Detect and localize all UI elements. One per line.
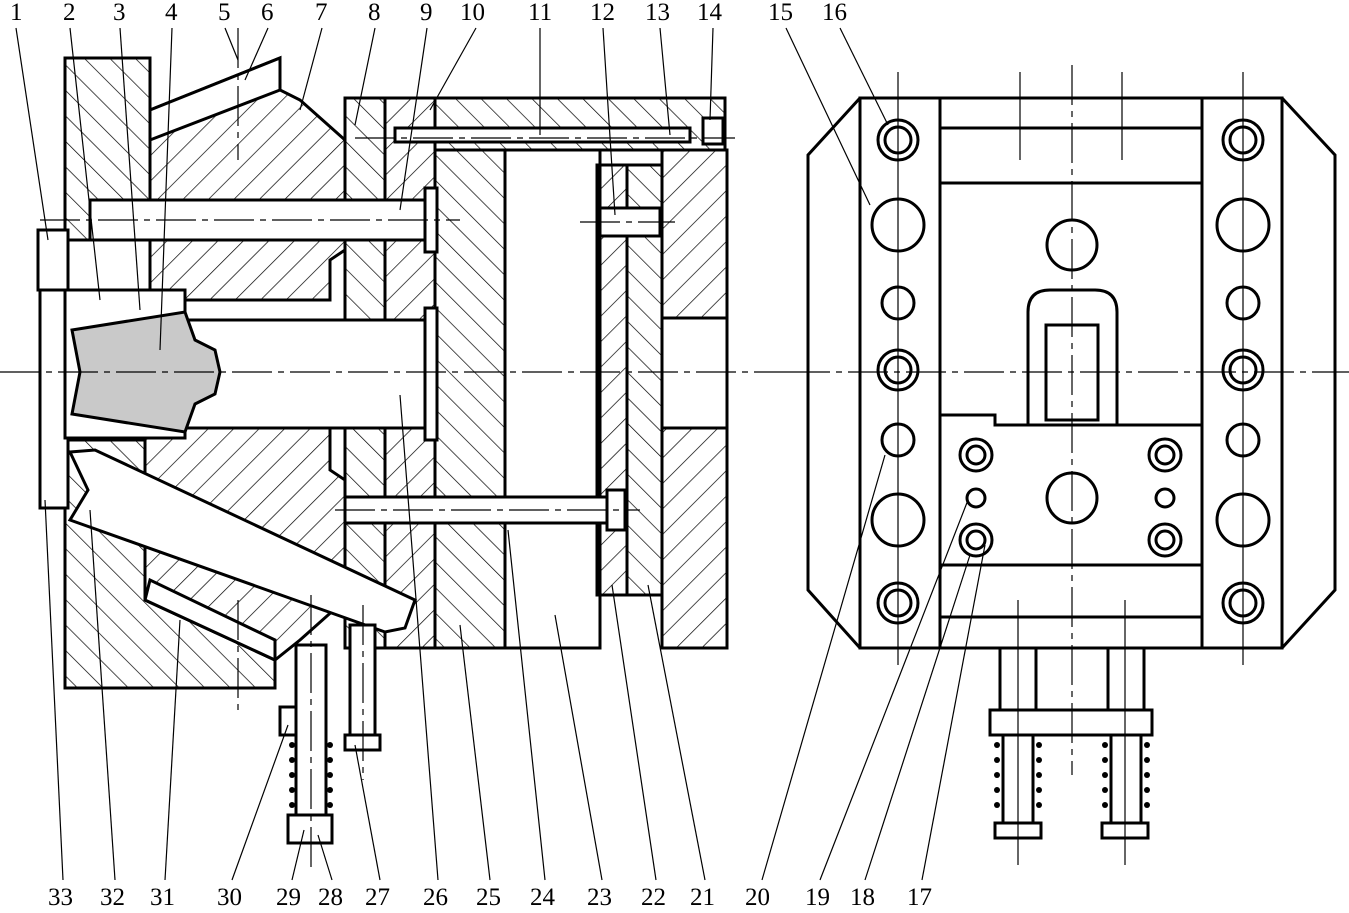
label-14: 14 <box>697 0 723 26</box>
stop-14 <box>701 116 725 146</box>
label-20: 20 <box>745 884 770 911</box>
label-16: 16 <box>822 0 847 26</box>
label-19: 19 <box>805 884 830 911</box>
label-29: 29 <box>276 884 301 911</box>
spring-rod-right <box>1109 733 1143 825</box>
label-1: 1 <box>10 0 23 26</box>
lower-bar <box>988 708 1154 737</box>
spring-coils-right <box>994 742 1150 808</box>
label-9: 9 <box>420 0 433 26</box>
bottom-labels: 33 32 31 30 29 28 27 26 25 24 23 22 21 2… <box>48 884 932 911</box>
label-10: 10 <box>460 0 485 26</box>
label-27: 27 <box>365 884 390 911</box>
label-4: 4 <box>165 0 178 26</box>
label-6: 6 <box>261 0 274 26</box>
label-18: 18 <box>850 884 875 911</box>
label-31: 31 <box>150 884 175 911</box>
wedge-cap-bottom <box>143 577 277 663</box>
spring-cap-29 <box>286 813 334 845</box>
nut-30 <box>278 705 298 737</box>
label-13: 13 <box>645 0 670 26</box>
label-2: 2 <box>63 0 76 26</box>
label-26: 26 <box>423 884 448 911</box>
label-24: 24 <box>530 884 556 911</box>
angled-pin <box>67 448 417 634</box>
stem-right <box>1106 646 1146 712</box>
top-strip <box>938 126 1204 185</box>
right-rail <box>1200 96 1284 650</box>
support-plate <box>433 148 507 650</box>
label-21: 21 <box>690 884 715 911</box>
core-flange <box>423 306 439 442</box>
label-12: 12 <box>590 0 615 26</box>
ejector-space <box>503 148 602 650</box>
label-30: 30 <box>217 884 242 911</box>
label-8: 8 <box>368 0 381 26</box>
slide-holes <box>958 437 1183 558</box>
wedge-cap-top <box>148 55 282 143</box>
label-33: 33 <box>48 884 73 911</box>
label-5: 5 <box>218 0 231 26</box>
screw-1 <box>36 228 70 292</box>
label-23: 23 <box>587 884 612 911</box>
spring-coils-left <box>289 742 333 808</box>
label-32: 32 <box>100 884 125 911</box>
guide-pin-13 <box>393 126 692 144</box>
label-22: 22 <box>641 884 666 911</box>
plan-view <box>790 65 1349 865</box>
label-3: 3 <box>113 0 126 26</box>
label-25: 25 <box>476 884 501 911</box>
left-rail <box>858 96 942 650</box>
slide-outline <box>938 413 1204 567</box>
label-17: 17 <box>907 884 932 911</box>
label-28: 28 <box>318 884 343 911</box>
label-15: 15 <box>768 0 793 26</box>
leader-lines <box>15 27 986 881</box>
core-26 <box>183 318 432 430</box>
label-7: 7 <box>315 0 328 26</box>
section-view <box>0 28 790 870</box>
center-bore <box>660 316 729 430</box>
label-11: 11 <box>528 0 552 26</box>
top-labels: 1 2 3 4 5 6 7 8 9 10 11 12 13 14 15 16 <box>10 0 847 26</box>
